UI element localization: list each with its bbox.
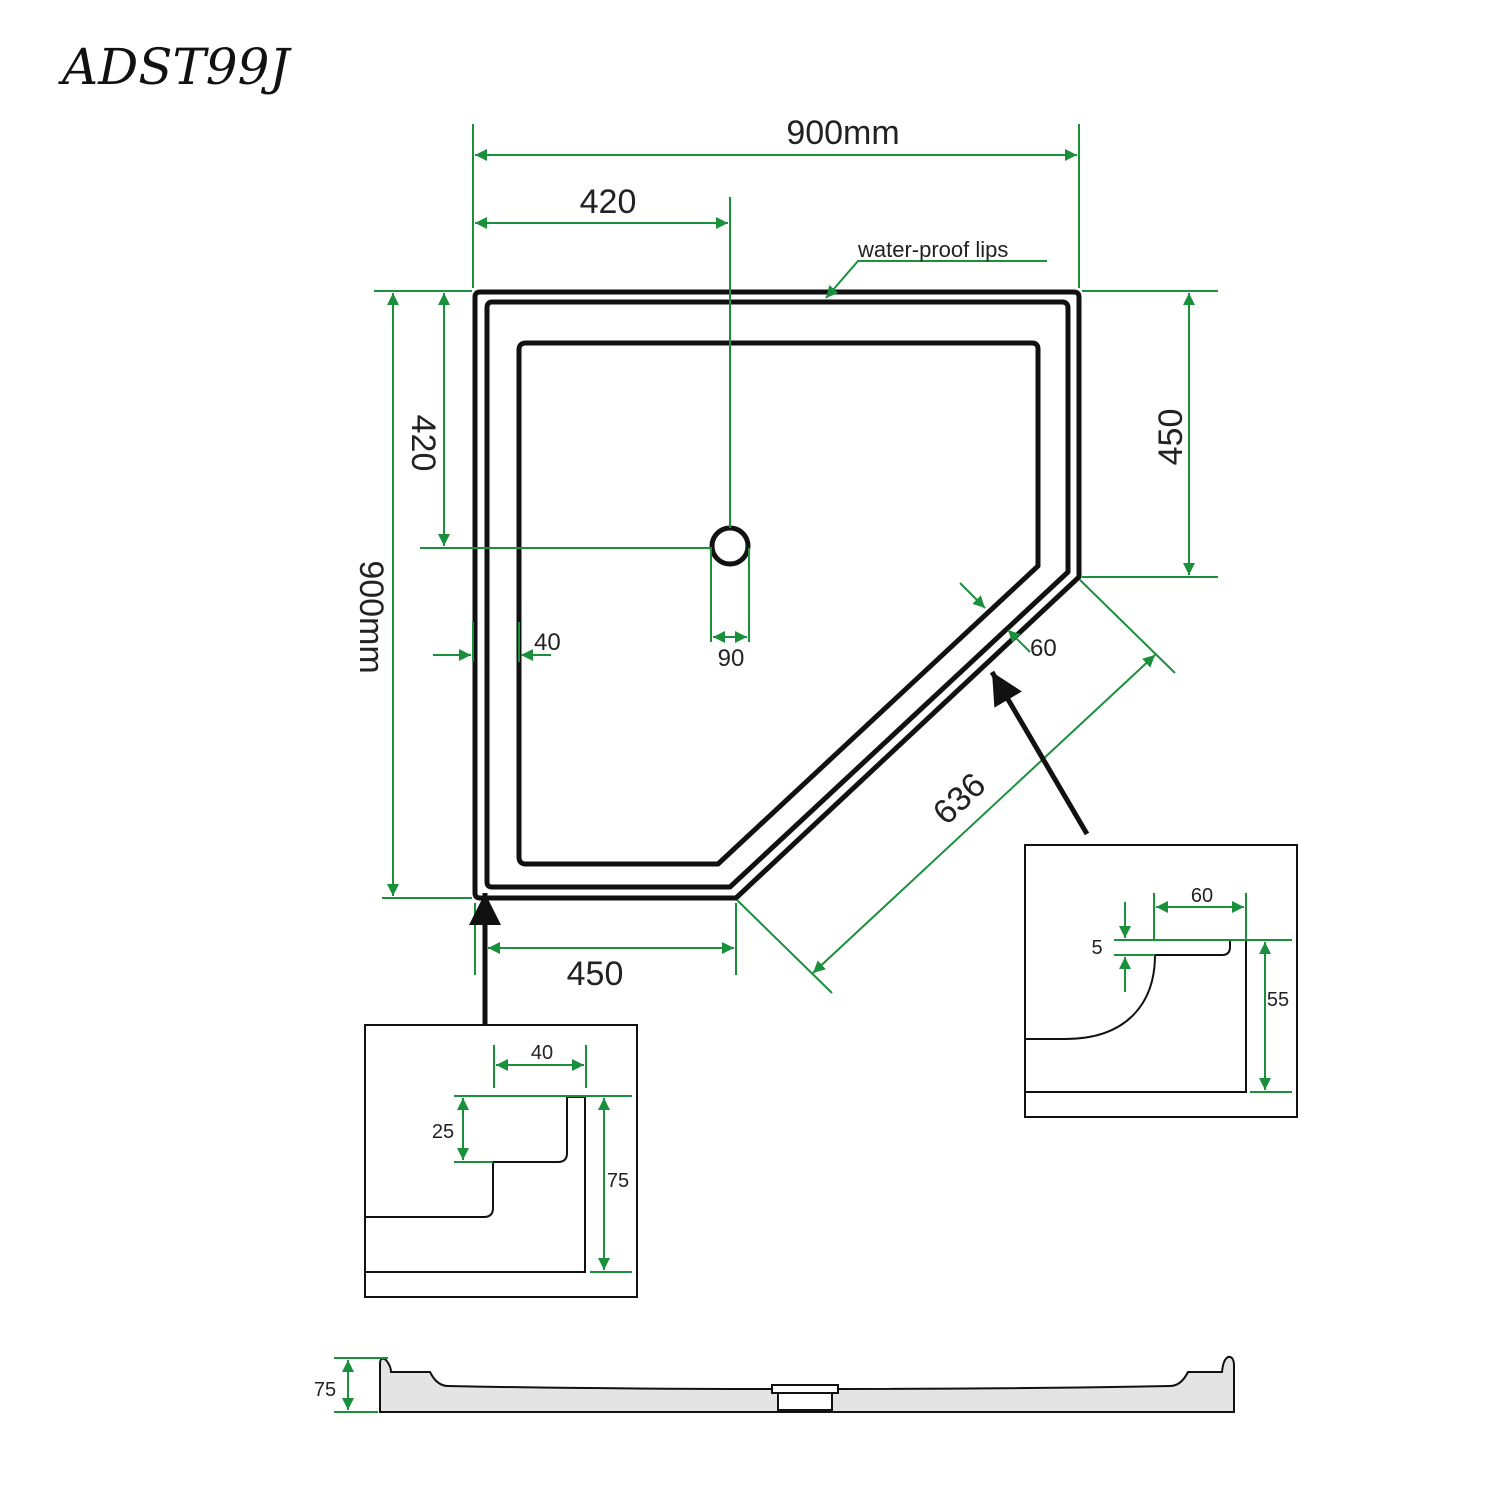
waste-outlet (709, 525, 751, 567)
dim-diagonal-label: 636 (926, 766, 993, 832)
dim-waste-y-label: 420 (404, 415, 442, 472)
model-title: ADST99J (58, 38, 292, 96)
tray-basin-outline (516, 340, 1041, 867)
detail-right-5-label: 5 (1091, 937, 1102, 959)
waterproof-label: water-proof lips (857, 237, 1008, 262)
dim-waste-x-label: 420 (580, 183, 637, 221)
dim-left-height-label: 900mm (352, 560, 390, 673)
dim-right-side-label: 450 (1152, 409, 1190, 466)
dim-lip-60-b (1007, 629, 1031, 653)
detail-left-box: 40 25 75 (364, 1024, 638, 1298)
ext-line (1079, 579, 1176, 674)
side-profile-height-label: 75 (314, 1379, 336, 1401)
detail-right-lip-label: 60 (1191, 885, 1213, 907)
dim-lip-60-a (959, 582, 986, 609)
callout-arrow-right (989, 670, 1090, 836)
dim-top-width-label: 900mm (786, 114, 899, 152)
dim-bottom-side-label: 450 (567, 955, 624, 993)
detail-right-box: 60 5 55 (1024, 844, 1298, 1118)
dim-lip-40-label: 40 (534, 629, 561, 656)
detail-left-height-label: 75 (607, 1170, 629, 1192)
dim-waste-diameter-label: 90 (718, 645, 745, 672)
detail-left-step-label: 25 (432, 1121, 454, 1143)
dim-lip-60-label: 60 (1030, 635, 1057, 662)
detail-left-lip-label: 40 (531, 1042, 553, 1064)
ext-line (736, 899, 833, 994)
waterproof-leader (825, 260, 1047, 299)
side-profile: 75 (314, 1355, 1235, 1413)
tray-lip-outline (484, 299, 1071, 890)
detail-right-height-label: 55 (1267, 989, 1289, 1011)
dim-diagonal (812, 654, 1156, 974)
